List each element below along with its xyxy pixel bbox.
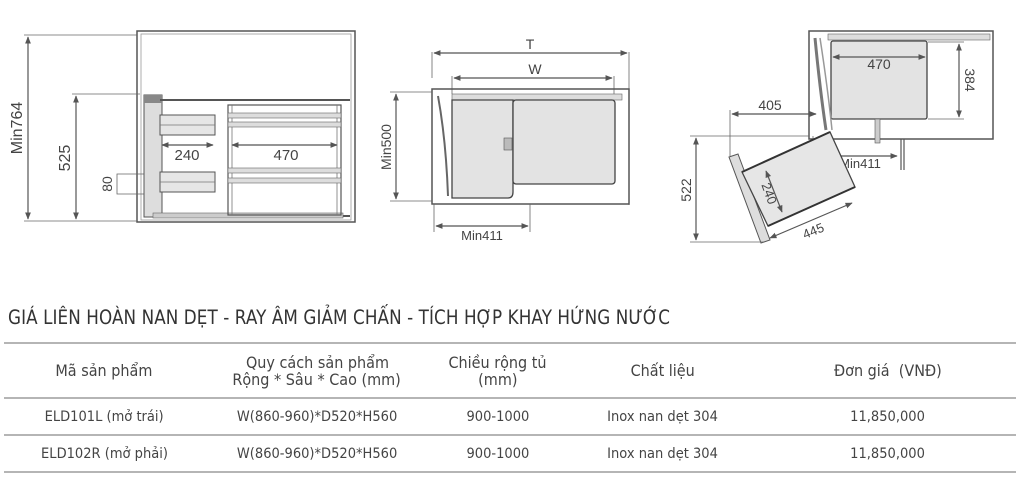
svg-text:Min500: Min500: [378, 124, 394, 170]
product-title: GIÁ LIÊN HOÀN NAN DẸT - RAY ÂM GIẢM CHẤN…: [8, 306, 671, 329]
svg-text:T: T: [526, 36, 535, 52]
svg-text:470: 470: [273, 147, 298, 164]
header-price: Đơn giá (VNĐ): [834, 361, 942, 380]
header-material: Chất liệu: [630, 361, 695, 380]
svg-text:470: 470: [867, 56, 891, 72]
table-row: ELD101L (mở trái) W(860-960)*D520*H560 9…: [4, 398, 1016, 435]
svg-text:Min411: Min411: [839, 156, 881, 171]
cell-cabinet-width: 900-1000: [466, 408, 529, 425]
cell-specification: W(860-960)*D520*H560: [236, 445, 398, 462]
svg-text:80: 80: [99, 176, 115, 192]
svg-text:Min764: Min764: [9, 102, 26, 155]
header-cabinet-width: Chiều rộng tủ(mm): [448, 352, 547, 389]
header-product-code: Mã sản phẩm: [55, 361, 153, 380]
cell-price: 11,850,000: [850, 445, 926, 462]
front-view-drawing: Min764 525 80 240 470: [9, 30, 356, 223]
technical-drawings: Min764 525 80 240 470: [9, 30, 994, 244]
cell-price: 11,850,000: [850, 408, 926, 425]
svg-text:Min411: Min411: [461, 228, 503, 243]
svg-text:W: W: [528, 61, 542, 77]
svg-text:405: 405: [758, 97, 782, 113]
svg-text:522: 522: [678, 178, 694, 202]
top-view-drawing: T W Min500 Min411: [378, 36, 630, 243]
cell-material: Inox nan dẹt 304: [607, 445, 718, 462]
corner-view-drawing: 470 384 405 Min411 240 445 522: [678, 30, 994, 244]
cell-product-code: ELD102R (mở phải): [40, 445, 168, 462]
svg-text:240: 240: [174, 147, 199, 164]
cell-cabinet-width: 900-1000: [466, 445, 529, 462]
svg-text:384: 384: [962, 68, 978, 92]
cell-specification: W(860-960)*D520*H560: [236, 408, 398, 425]
table-row: ELD102R (mở phải) W(860-960)*D520*H560 9…: [4, 435, 1016, 472]
cell-product-code: ELD101L (mở trái): [44, 408, 164, 425]
svg-text:240: 240: [758, 181, 780, 207]
svg-text:525: 525: [57, 145, 74, 172]
cell-material: Inox nan dẹt 304: [607, 408, 718, 425]
